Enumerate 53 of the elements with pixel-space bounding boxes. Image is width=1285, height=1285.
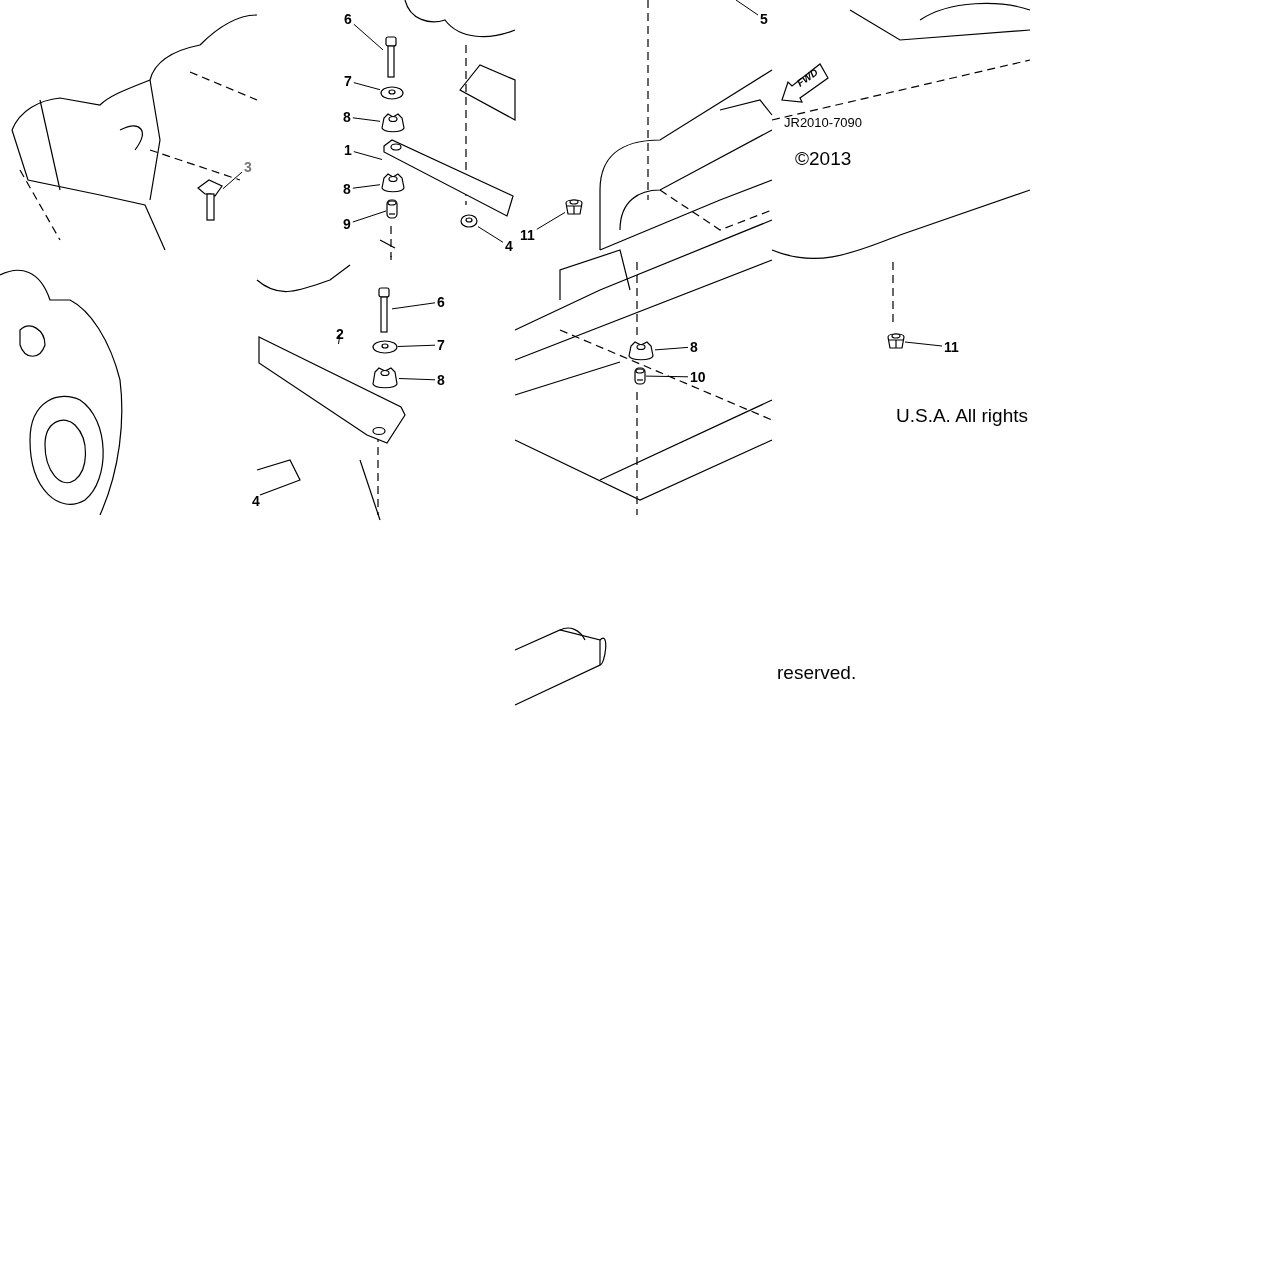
bracket-part-icon [382, 138, 515, 218]
washer-part-icon [372, 340, 398, 354]
collar-part-icon [634, 367, 646, 385]
leader-line [398, 378, 436, 381]
grommet-part-icon [380, 112, 406, 134]
callout-number: 8 [343, 109, 351, 125]
washer-part-icon [460, 214, 478, 228]
leader-line [735, 0, 759, 16]
callout-number: 5 [760, 11, 768, 27]
callout-number: 6 [344, 11, 352, 27]
callout-number: 6 [437, 294, 445, 310]
leader-line [352, 210, 387, 223]
leader-line [645, 375, 689, 378]
bolt-part-icon [376, 287, 392, 333]
callout-number: 10 [690, 369, 706, 385]
leader-line [353, 82, 381, 91]
drawing-code: JR2010-7090 [784, 115, 863, 130]
grommet-part-icon [627, 340, 655, 362]
collar-part-icon [386, 199, 398, 219]
copyright-note: reserved. [777, 662, 857, 684]
copyright-note: U.S.A. All rights [896, 405, 1028, 427]
callout-number: 4 [252, 493, 260, 509]
callout-number: 3 [244, 159, 252, 175]
leader-line [391, 302, 436, 310]
callout-number: 8 [690, 339, 698, 355]
clamp-part-icon [197, 178, 223, 222]
nut-part-icon [887, 332, 905, 350]
leader-line [352, 184, 381, 189]
callout-number: 11 [520, 227, 535, 243]
callout-number: 8 [343, 181, 351, 197]
callout-number: 8 [437, 372, 445, 388]
leader-line [352, 117, 381, 122]
leader-line [222, 171, 243, 190]
leader-line [477, 226, 504, 243]
copyright-note: ©2013 [795, 148, 852, 170]
leader-line [353, 151, 383, 160]
callout-number: 7 [344, 73, 352, 89]
bolt-part-icon [383, 36, 399, 78]
callout-number: 4 [505, 238, 513, 254]
callout-number: 11 [944, 339, 959, 355]
nut-part-icon [565, 198, 583, 216]
callout-number: 1 [344, 142, 352, 158]
leader-line [353, 23, 384, 51]
grommet-part-icon [380, 172, 406, 194]
washer-part-icon [380, 86, 404, 100]
callout-number: 9 [343, 216, 351, 232]
leader-line [536, 211, 566, 230]
grommet-part-icon [371, 366, 399, 390]
leader-line [904, 341, 943, 347]
leader-line [654, 346, 689, 351]
callout-number: 7 [437, 337, 445, 353]
leader-line [397, 344, 436, 347]
callout-number: 2 [336, 326, 344, 342]
